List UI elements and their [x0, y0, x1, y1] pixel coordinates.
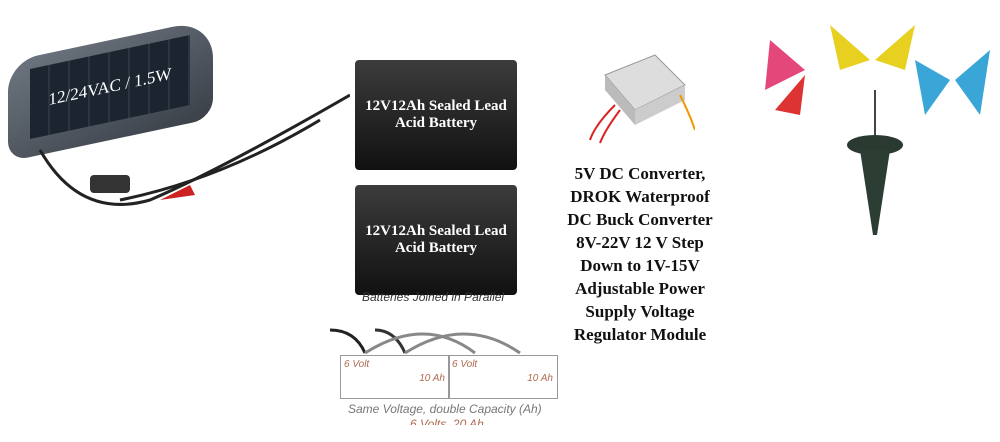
charger-cable-image [38, 93, 350, 206]
diagram-battery-2: 6 Volt 10 Ah [448, 355, 558, 399]
ah-label: 10 Ah [419, 373, 445, 384]
battery-image-1: 12V12Ah Sealed Lead Acid Battery [355, 60, 517, 170]
parallel-wires [329, 328, 521, 355]
diagram-result: 6 Volts, 20 Ah [410, 417, 484, 425]
parallel-caption: Batteries Joined in Parallel [362, 290, 505, 304]
converter-image [589, 54, 695, 144]
solar-butterfly-image [765, 25, 990, 235]
battery-label: 12V12Ah Sealed Lead [365, 223, 507, 239]
battery-label: Acid Battery [394, 240, 478, 256]
diagram-battery-1: 6 Volt 10 Ah [340, 355, 450, 399]
volt-label: 6 Volt [344, 359, 370, 370]
battery-image-2: 12V12Ah Sealed Lead Acid Battery [355, 185, 517, 295]
battery-label: 12V12Ah Sealed Lead [365, 98, 507, 114]
volt-label: 6 Volt [452, 359, 478, 370]
ah-label: 10 Ah [527, 373, 553, 384]
battery-label: Acid Battery [394, 115, 478, 131]
diagram-caption: Same Voltage, double Capacity (Ah) [348, 402, 542, 416]
